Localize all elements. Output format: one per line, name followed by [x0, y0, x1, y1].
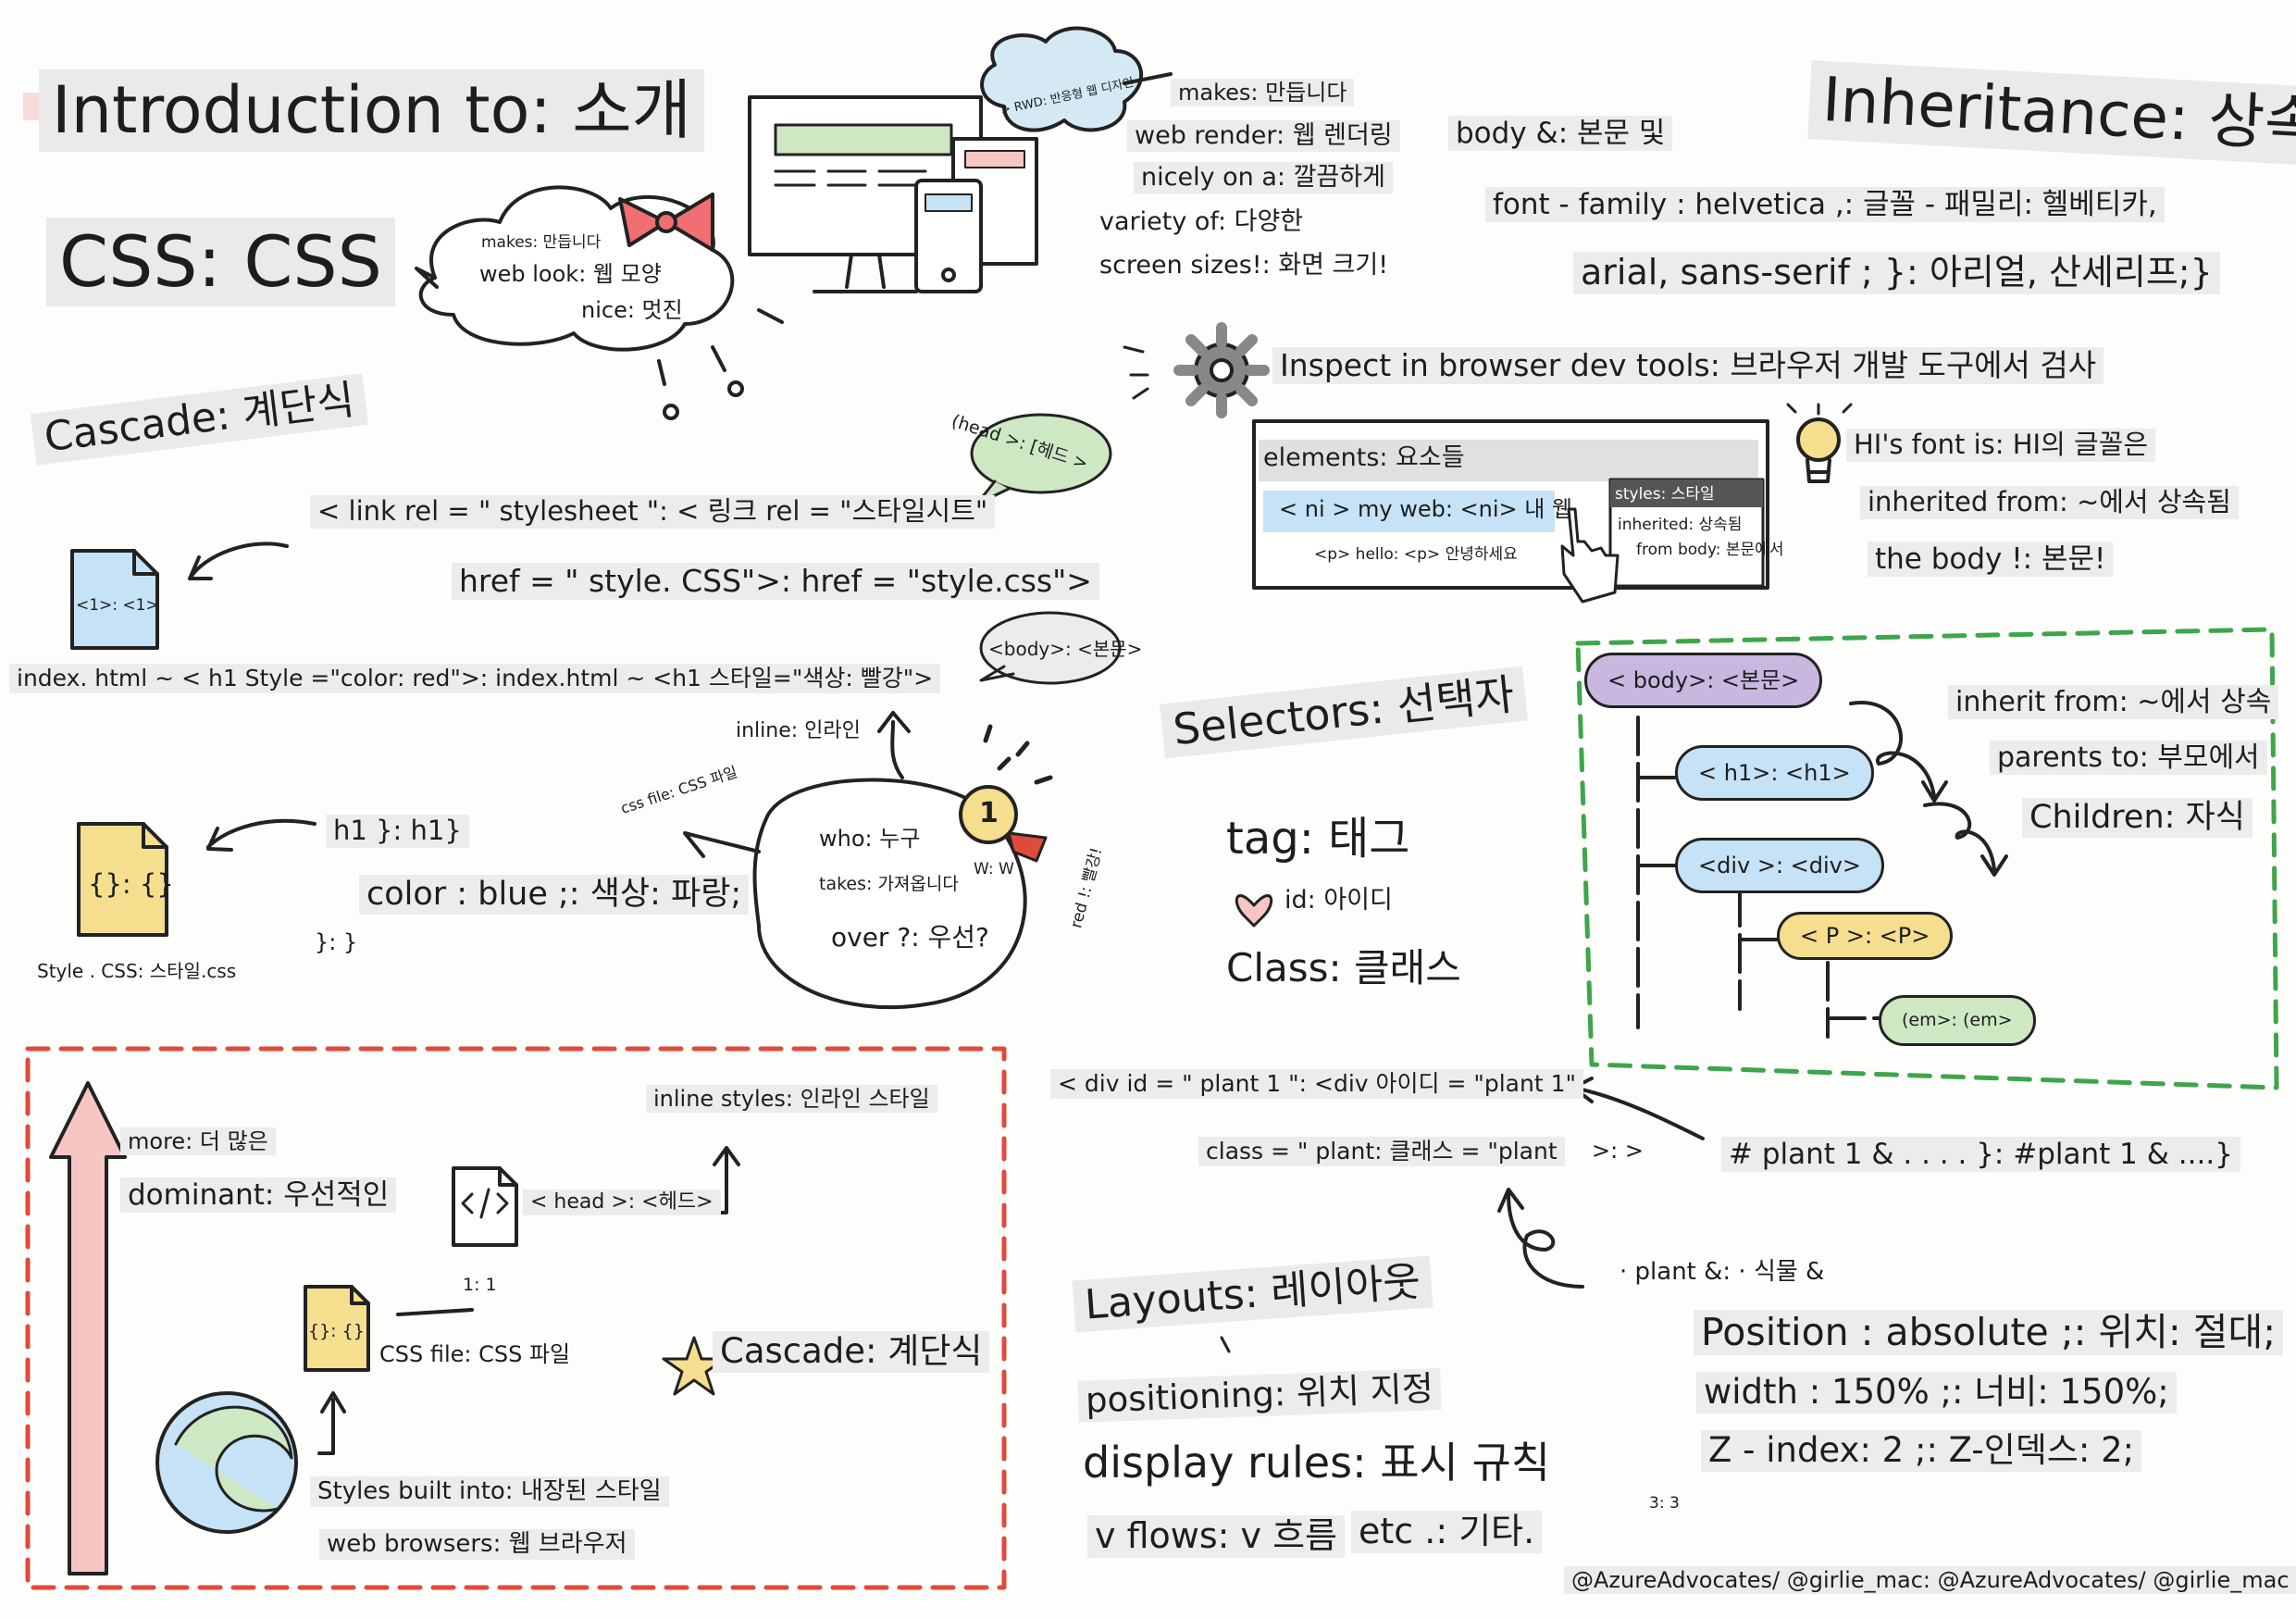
bulb-line-2: inherited from: ~에서 상속됨	[1860, 486, 2239, 519]
tree-note-3: Children: 자식	[2022, 798, 2253, 838]
priority-box	[25, 1046, 1007, 1590]
tree-em-node: (em>: (em>	[1879, 995, 2036, 1046]
intro-right-line-3: nicely on a: 깔끔하게	[1134, 162, 1393, 193]
priority-css-icon-label: {}: {}	[308, 1321, 365, 1341]
medal-number: 1	[979, 797, 999, 829]
layouts-etc: etc .: 기타.	[1351, 1511, 1543, 1553]
cloud-left-line-2: web look: 웹 모양	[479, 261, 662, 287]
devtools-panel-title: styles: 스타일	[1615, 485, 1715, 504]
cloud-left-line-3: nice: 멋진	[581, 297, 683, 323]
priority-cascade: Cascade: 계단식	[713, 1331, 990, 1373]
h1-rule: h1 }: h1}	[326, 815, 469, 848]
devtools-elements: elements: 요소들	[1263, 443, 1465, 472]
cloud-left-line-1: makes: 만듭니다	[481, 233, 602, 252]
devtools-panel-line-2: from body: 본문에서	[1636, 541, 1784, 559]
priority-inline-styles: inline styles: 인라인 스타일	[646, 1085, 937, 1114]
style-file-label: Style . CSS: 스타일.css	[37, 960, 237, 982]
tree-h1-node: < h1>: <h1>	[1675, 745, 1874, 802]
builtin-line-1: Styles built into: 내장된 스타일	[310, 1476, 669, 1507]
tree-body-node: < body>: <본문>	[1584, 653, 1823, 709]
class-line-close: >: >	[1592, 1138, 1644, 1164]
inspect-line: Inspect in browser dev tools: 브라우저 개발 도구…	[1272, 347, 2104, 385]
priority-head: < head >: <헤드>	[523, 1189, 721, 1216]
title-line1: Introduction to: 소개	[39, 69, 705, 152]
inheritance-box	[1575, 627, 2279, 1090]
selector-tag: tag: 태그	[1226, 813, 1410, 865]
priority-dominant: dominant: 우선적인	[120, 1177, 397, 1214]
layouts-display-rules: display rules: 표시 규칙	[1083, 1438, 1551, 1488]
close-rule: }: }	[315, 929, 358, 955]
index-line: index. html ~ < h1 Style ="color: red">:…	[9, 664, 941, 693]
devtools-panel-line-1: inherited: 상속됨	[1618, 516, 1743, 534]
priority-arrow	[49, 1081, 127, 1575]
gear-icon	[1173, 322, 1270, 418]
plant-class-label: · plant &: · 식물 &	[1620, 1258, 1825, 1286]
lightbulb-icon	[1796, 417, 1841, 462]
devtools-row-2: <p> hello: <p> 안녕하세요	[1314, 545, 1518, 564]
intro-right-line-4: variety of: 다양한	[1099, 207, 1304, 236]
bulb-line-1: HI's font is: HI의 글꼴은	[1846, 429, 2156, 462]
selector-id: id: 아이디	[1285, 886, 1393, 915]
position-rule: Position : absolute ;: 위치: 절대;	[1694, 1310, 2284, 1356]
inline-label: inline: 인라인	[736, 719, 861, 742]
selector-class: Class: 클래스	[1226, 945, 1461, 990]
medal-icon	[959, 785, 1018, 844]
devtools-row-1: < ni > my web: <ni> 내 웹	[1279, 496, 1573, 522]
intro-right-line-2: web render: 웹 렌더링	[1127, 120, 1400, 152]
zindex-rule: Z - index: 2 ;: Z-인덱스: 2;	[1701, 1430, 2142, 1472]
bubble-line-3: over ?: 우선?	[831, 922, 989, 953]
bubble-line-1: who: 누구	[819, 826, 921, 852]
speech-bubble	[752, 778, 1027, 1010]
hand-cursor-icon	[1560, 507, 1620, 604]
title-line2: CSS: CSS	[46, 218, 395, 306]
bubble-line-2: takes: 가져옵니다	[819, 874, 959, 894]
tree-note-2: parents to: 부모에서	[1990, 741, 2267, 775]
heart-icon	[1235, 894, 1273, 928]
css-file-icon	[77, 822, 168, 937]
tree-note-1: inherit from: ~에서 상속	[1948, 685, 2279, 719]
w-label: W: W	[974, 860, 1014, 878]
div-id-line: < div id = " plant 1 ": <div 아이디 = "plan…	[1050, 1069, 1583, 1099]
tree-p-node: < P >: <P>	[1777, 912, 1954, 961]
plant-rule: # plant 1 & . . . . }: #plant 1 & ....}	[1721, 1137, 2240, 1173]
layouts-ratio: 3: 3	[1649, 1494, 1680, 1513]
priority-ratio: 1: 1	[463, 1275, 497, 1295]
body-label: body &: 본문 및	[1448, 116, 1673, 152]
width-rule: width : 150% ;: 너비: 150%;	[1696, 1372, 2177, 1414]
tree-div-node: <div >: <div>	[1675, 838, 1884, 894]
priority-more: more: 더 많은	[120, 1127, 276, 1156]
cloud-right	[980, 26, 1143, 132]
body-bubble-label: <body>: <본문>	[988, 638, 1143, 660]
font-family-line-1: font - family : helvetica ,: 글꼴 - 패밀리: 헬…	[1485, 187, 2165, 223]
intro-right-line-1: makes: 만듭니다	[1171, 79, 1355, 107]
href-line: href = " style. CSS">: href = "style.css…	[452, 563, 1099, 601]
priority-css-file: CSS file: CSS 파일	[379, 1341, 571, 1367]
layouts-flows: v flows: v 흐름	[1087, 1515, 1345, 1558]
css-file-icon-label: {}: {}	[88, 868, 174, 900]
bulb-line-3: the body !: 본문!	[1868, 542, 2114, 578]
intro-right-line-5: screen sizes!: 화면 크기!	[1099, 251, 1389, 280]
font-family-line-2: arial, sans-serif ; }: 아리얼, 산세리프;}	[1573, 252, 2220, 294]
doc-label: <1>: <1>	[76, 596, 159, 615]
link-line: < link rel = " stylesheet ": < 링크 rel = …	[310, 495, 996, 529]
color-rule: color : blue ;: 색상: 파랑;	[359, 875, 750, 915]
builtin-line-2: web browsers: 웹 브라우저	[319, 1529, 635, 1560]
credit-line: @AzureAdvocates/ @girlie_mac: @AzureAdvo…	[1564, 1566, 2296, 1595]
class-line: class = " plant: 클래스 = "plant	[1198, 1137, 1565, 1166]
